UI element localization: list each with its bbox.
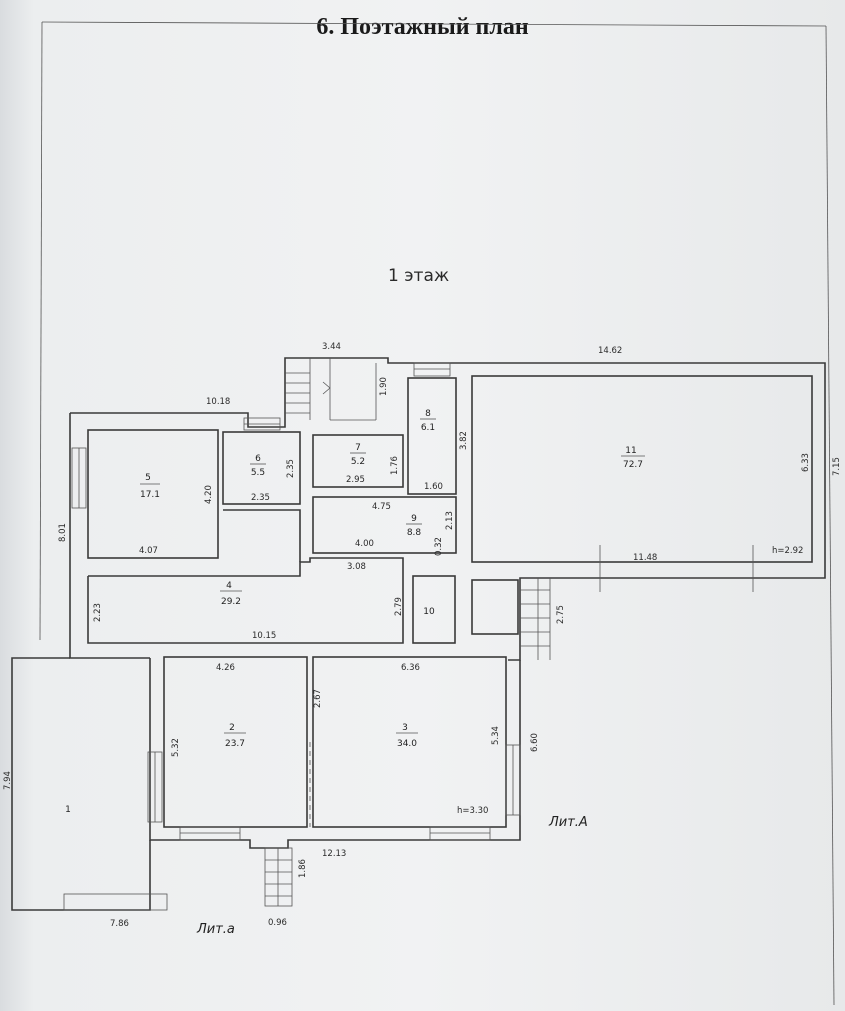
dimension-label: 8.01 xyxy=(58,523,68,542)
dimension-label: 0.32 xyxy=(434,537,444,556)
room-7-outline xyxy=(312,434,404,488)
annex-porch xyxy=(63,893,168,911)
dimension-label: 3.82 xyxy=(459,431,469,450)
room-number: 1 xyxy=(65,805,71,815)
dimension-label: 5.32 xyxy=(171,738,181,757)
dimension-label: 2.35 xyxy=(251,493,270,503)
dimension-label: 7.94 xyxy=(3,771,13,790)
dimension-label: h=2.92 xyxy=(772,546,803,556)
dimension-label: 7.15 xyxy=(832,457,842,476)
dimension-label: 0.96 xyxy=(268,918,287,928)
outer-wall-west xyxy=(69,413,150,659)
room-fraction-lines xyxy=(140,418,645,734)
dimension-label: 6.60 xyxy=(530,733,540,752)
room-number: 7 xyxy=(355,443,361,453)
dimension-label: 3.44 xyxy=(322,342,341,352)
outer-wall-north xyxy=(70,357,826,661)
dimension-label: 4.75 xyxy=(372,502,391,512)
dimension-label: 5.34 xyxy=(491,726,501,745)
windows xyxy=(71,362,754,841)
room-number: 5 xyxy=(145,473,151,483)
dimension-label: 10.15 xyxy=(252,631,276,641)
room-number: 2 xyxy=(229,723,235,733)
dimension-label: 7.86 xyxy=(110,919,129,929)
frame-right xyxy=(825,25,835,1006)
room-number: 10 xyxy=(423,607,435,617)
room-area: 6.1 xyxy=(421,423,435,433)
room-area: 23.7 xyxy=(225,739,245,749)
dimension-label: 2.75 xyxy=(556,605,566,624)
room-3-outline xyxy=(312,656,507,828)
dimension-label: 2.23 xyxy=(93,603,103,622)
room-9-outline xyxy=(312,496,457,554)
dimension-label: 2.13 xyxy=(445,511,455,530)
dimension-label: 4.20 xyxy=(204,485,214,504)
south-stair xyxy=(264,847,293,907)
room-number: 11 xyxy=(625,446,636,456)
room-area: 72.7 xyxy=(623,460,643,470)
room-4-outline xyxy=(87,557,404,644)
room-number: 3 xyxy=(402,723,408,733)
room-area: 29.2 xyxy=(221,597,241,607)
north-stair xyxy=(285,358,377,421)
dimension-label: 1.86 xyxy=(298,859,308,878)
room-number: 4 xyxy=(226,581,232,591)
dimension-label: 6.33 xyxy=(801,453,811,472)
dimension-label: 6.36 xyxy=(401,663,420,673)
room-4-corridor xyxy=(223,509,301,562)
outer-wall-south xyxy=(149,658,521,849)
room-number: 8 xyxy=(425,409,431,419)
room-5-outline xyxy=(87,429,219,559)
room-number: 9 xyxy=(411,514,417,524)
dimension-label: 4.07 xyxy=(139,546,158,556)
dimension-label: 2.67 xyxy=(313,689,323,708)
east-stair xyxy=(520,578,551,660)
room-area: 5.2 xyxy=(351,457,365,467)
room-area: 17.1 xyxy=(140,490,160,500)
frame-left xyxy=(39,21,43,641)
dimension-label: 10.18 xyxy=(206,397,230,407)
dimension-label: 12.13 xyxy=(322,849,346,859)
dimension-label: 2.79 xyxy=(394,597,404,616)
dimension-label: 1.90 xyxy=(379,377,389,396)
dimension-label: 11.48 xyxy=(633,553,657,563)
dimension-label: 4.26 xyxy=(216,663,235,673)
dimension-label: 2.95 xyxy=(346,475,365,485)
room-10-outline xyxy=(412,575,456,644)
dimension-label: 4.00 xyxy=(355,539,374,549)
dimension-label: 2.35 xyxy=(286,459,296,478)
dimension-label: 1.60 xyxy=(424,482,443,492)
vestibule-outline xyxy=(471,579,519,635)
liter-label-a-annex: Лит.а xyxy=(196,922,235,937)
dimension-label: h=3.30 xyxy=(457,806,488,816)
dimension-label: 1.76 xyxy=(390,456,400,475)
liter-label-a-main: Лит.А xyxy=(548,815,588,830)
room-number: 6 xyxy=(255,454,261,464)
room-area: 8.8 xyxy=(407,528,422,538)
dimension-label: 3.08 xyxy=(347,562,366,572)
room-8-outline xyxy=(407,377,457,495)
annex-wall xyxy=(11,657,151,911)
room-area: 5.5 xyxy=(251,468,265,478)
page-title: 6. Поэтажный план xyxy=(316,14,529,40)
dimension-label: 14.62 xyxy=(598,346,622,356)
room-area: 34.0 xyxy=(397,739,417,749)
room-6-outline xyxy=(222,431,301,505)
floor-label: 1 этаж xyxy=(388,266,450,286)
frame-top xyxy=(41,21,827,27)
room-11-outline xyxy=(471,375,813,563)
